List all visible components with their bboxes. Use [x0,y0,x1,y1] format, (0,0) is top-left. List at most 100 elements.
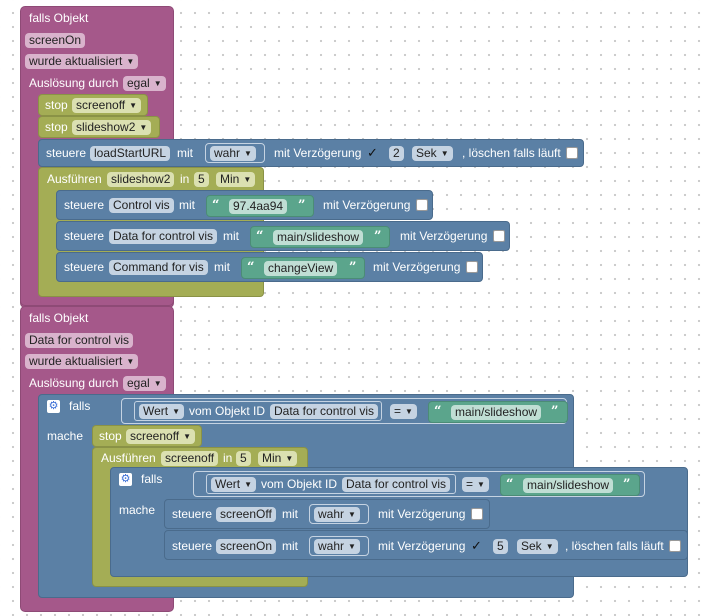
control-block-screenon[interactable]: steuere screenOn mit wahr▼ mit Verzögeru… [164,530,688,560]
delay-checkbox[interactable] [416,199,428,211]
timeout-label: Ausführen [101,451,156,465]
boolean-value-block[interactable]: wahr▼ [309,504,369,524]
stop-timer-block[interactable]: stop slideshow2▼ [38,116,160,138]
quote-open-icon: “ [506,477,514,492]
stop-label: stop [99,429,122,443]
control-target-field[interactable]: loadStartURL [90,146,171,161]
object-id-field[interactable]: screenOn [25,33,86,48]
timeout-unit-dropdown[interactable]: Min▼ [258,451,298,466]
delay-unit-dropdown[interactable]: Sek▼ [517,539,558,554]
clear-checkbox[interactable] [669,540,681,552]
timeout-value-text: 5 [198,172,205,186]
control-label: steuere [64,260,105,274]
string-value-block[interactable]: “ changeView ” [241,257,365,279]
timeout-name-field[interactable]: slideshow2 [107,172,175,187]
value-property-dropdown[interactable]: Wert▼ [211,477,257,492]
control-block-screenoff[interactable]: steuere screenOff mit wahr▼ mit Verzöger… [164,499,490,529]
stop-timer-block[interactable]: stop screenoff▼ [92,425,202,447]
compare-block[interactable]: Wert▼ vom Objekt ID Data for control vis… [121,398,568,424]
object-value-block[interactable]: Wert▼ vom Objekt ID Data for control vis [134,401,382,421]
string-value-field[interactable]: main/slideshow [273,230,364,245]
timeout-unit-dropdown[interactable]: Min▼ [216,172,256,187]
value-property-text: Wert [143,404,169,418]
control-label: steuere [172,507,213,521]
gear-icon[interactable]: ⚙ [47,400,60,413]
delay-checkbox[interactable] [493,230,505,242]
mit-label: mit [179,198,195,212]
delay-value-field[interactable]: 5 [493,539,508,554]
string-value-field[interactable]: main/slideshow [451,405,542,420]
timeout-name-field[interactable]: screenoff [161,451,219,466]
string-value-block[interactable]: “ main/slideshow ” [250,226,390,248]
gear-icon[interactable]: ⚙ [119,473,132,486]
control-target-field[interactable]: Control vis [109,198,174,213]
stop-timer-block[interactable]: stop screenoff▼ [38,94,148,116]
delay-checkbox[interactable] [466,261,478,273]
operator-dropdown[interactable]: =▼ [390,404,417,419]
dropdown-arrow-icon: ▼ [348,510,356,519]
timeout-unit-text: Min [262,451,282,465]
quote-open-icon: “ [212,198,220,213]
delay-label: mit Verzögerung [400,229,488,243]
operator-dropdown[interactable]: =▼ [462,477,489,492]
timeout-value-field[interactable]: 5 [236,451,251,466]
object-id-field[interactable]: Data for control vis [342,477,451,492]
delay-label: mit Verzögerung [323,198,411,212]
boolean-value-block[interactable]: wahr▼ [205,143,265,163]
delay-label: mit Verzögerung [378,539,466,553]
control-target-field[interactable]: screenOn [216,539,277,554]
mit-label: mit [282,539,298,553]
string-value-field[interactable]: changeView [264,261,338,276]
compare-block[interactable]: Wert▼ vom Objekt ID Data for control vis… [193,471,645,497]
quote-close-icon: ” [298,198,306,213]
do-label: mache [47,429,84,443]
condition-dropdown[interactable]: wurde aktualisiert▼ [25,354,139,369]
boolean-dropdown[interactable]: wahr▼ [210,146,256,161]
boolean-text: wahr [318,507,345,521]
trigger-dropdown[interactable]: egal▼ [123,76,166,91]
timeout-name-text: screenoff [165,451,215,465]
value-property-dropdown[interactable]: Wert▼ [139,404,185,419]
control-target-text: Command for vis [113,260,204,274]
boolean-dropdown[interactable]: wahr▼ [314,507,360,522]
trigger-label: Auslösung durch [29,376,119,390]
stop-timer-dropdown[interactable]: slideshow2▼ [72,120,152,135]
object-id-field[interactable]: Data for control vis [25,333,134,348]
dropdown-arrow-icon: ▼ [139,123,148,132]
control-target-text: Control vis [113,198,170,212]
delay-checkbox[interactable]: ✓ [471,538,482,553]
timeout-value-field[interactable]: 5 [194,172,209,187]
clear-checkbox[interactable] [566,147,578,159]
string-value-block[interactable]: “ main/slideshow ” [428,401,568,423]
dropdown-arrow-icon: ▼ [244,480,253,489]
stop-timer-dropdown[interactable]: screenoff▼ [126,429,196,444]
string-value-block[interactable]: “ main/slideshow ” [500,474,640,496]
control-label: steuere [46,146,87,160]
boolean-value-block[interactable]: wahr▼ [309,536,369,556]
dropdown-arrow-icon: ▼ [285,454,294,463]
control-target-field[interactable]: screenOff [216,507,276,522]
control-target-field[interactable]: Command for vis [109,260,208,275]
control-label: steuere [172,539,213,553]
control-block-command-for-vis[interactable]: steuere Command for vis mit “ changeView… [56,252,483,282]
object-value-block[interactable]: Wert▼ vom Objekt ID Data for control vis [206,474,456,494]
timeout-label: Ausführen [47,172,102,186]
stop-timer-dropdown[interactable]: screenoff▼ [72,98,142,113]
control-block-loadstarturl[interactable]: steuere loadStartURL mit wahr▼ mit Verzö… [38,139,584,167]
control-target-field[interactable]: Data for control vis [109,229,218,244]
delay-value-field[interactable]: 2 [389,146,404,161]
string-value-field[interactable]: 97.4aa94 [229,199,288,214]
string-value-block[interactable]: “ 97.4aa94 ” [206,195,314,217]
boolean-dropdown[interactable]: wahr▼ [314,539,360,554]
control-block-data-for-control-vis[interactable]: steuere Data for control vis mit “ main/… [56,221,510,251]
control-block-control-vis[interactable]: steuere Control vis mit “ 97.4aa94 ” mit… [56,190,433,220]
delay-checkbox[interactable]: ✓ [367,145,378,160]
trigger-dropdown[interactable]: egal▼ [123,376,166,391]
mit-label: mit [223,229,239,243]
delay-unit-dropdown[interactable]: Sek▼ [412,146,453,161]
string-value-field[interactable]: main/slideshow [523,478,614,493]
object-id-field[interactable]: Data for control vis [270,404,379,419]
condition-dropdown[interactable]: wurde aktualisiert▼ [25,54,139,69]
stop-label: stop [45,120,68,134]
delay-checkbox[interactable] [471,508,483,520]
